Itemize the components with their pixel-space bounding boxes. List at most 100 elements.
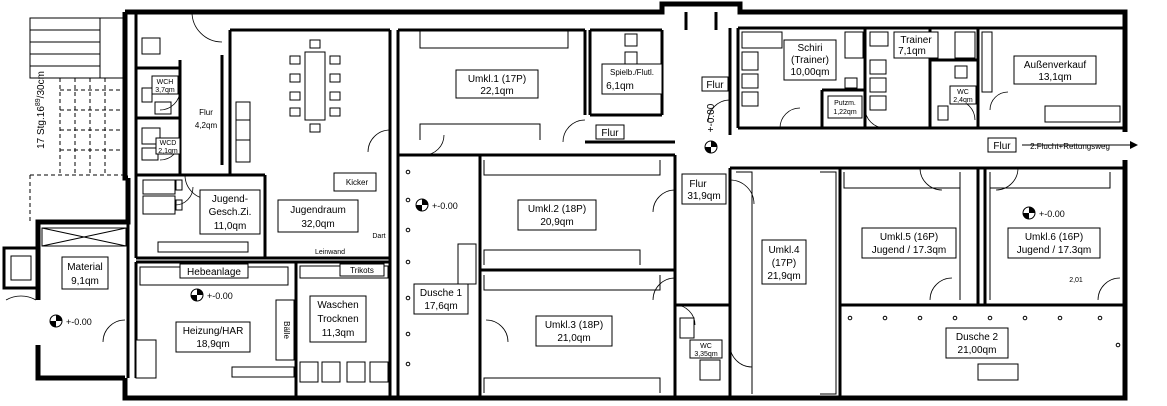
svg-text:Trikots: Trikots [350, 266, 374, 275]
svg-text:11,3qm: 11,3qm [322, 328, 355, 339]
level-marker-corridor: +-0.00 [704, 103, 718, 154]
svg-text:3,35qm: 3,35qm [694, 351, 718, 358]
svg-text:Putzm.: Putzm. [834, 100, 856, 107]
svg-text:Gesch.Zi.: Gesch.Zi. [209, 207, 252, 218]
svg-text:11,0qm: 11,0qm [214, 221, 247, 232]
svg-text:Umkl.1 (17P): Umkl.1 (17P) [468, 74, 526, 85]
svg-text:WCD: WCD [160, 140, 177, 147]
svg-text:21,00qm: 21,00qm [958, 345, 997, 356]
svg-text:Jugend-: Jugend- [212, 194, 248, 205]
svg-text:3,7qm: 3,7qm [155, 87, 175, 94]
svg-text:13,1qm: 13,1qm [1038, 72, 1071, 83]
room-jugend-gesch: Jugend- Gesch.Zi. 11,0qm [199, 189, 261, 235]
svg-text:WC: WC [957, 89, 969, 96]
svg-text:Umkl.6 (16P): Umkl.6 (16P) [1025, 232, 1083, 243]
svg-text:+-0.00: +-0.00 [706, 103, 717, 132]
svg-text:20,9qm: 20,9qm [540, 217, 573, 228]
svg-text:Flur: Flur [689, 179, 707, 190]
svg-text:9,1qm: 9,1qm [71, 276, 99, 287]
fixtures [41, 30, 1121, 395]
svg-text:WC: WC [700, 343, 712, 350]
interior-walls [126, 12, 1125, 398]
shower-heads [405, 169, 1121, 367]
svg-text:+-0.00: +-0.00 [1039, 209, 1065, 219]
svg-text:22,1qm: 22,1qm [480, 86, 513, 97]
svg-text:Jugend / 17.3qm: Jugend / 17.3qm [1017, 245, 1092, 256]
room-wc-mid: WC 3,35qm [689, 339, 723, 359]
room-wcd: WCD 2,1qm [155, 137, 181, 155]
room-dusche1: Dusche 1 17,6qm [413, 283, 469, 315]
svg-text:4,2qm: 4,2qm [195, 121, 218, 130]
room-labels: Flur 4,2qm WCH 3,7qm WCD 2,1qm Jugendrau… [61, 31, 1101, 359]
dimension-201: 2,01 [1069, 277, 1083, 284]
svg-text:21,0qm: 21,0qm [557, 333, 590, 344]
dart-label: Dart [372, 233, 385, 240]
room-flur-left: Flur 4,2qm [195, 108, 218, 130]
svg-text:10,00qm: 10,00qm [791, 67, 830, 78]
room-umkl6: Umkl.6 (16P) Jugend / 17.3qm [1007, 227, 1101, 259]
svg-text:6,1qm: 6,1qm [606, 81, 634, 92]
svg-text:Umkl.2 (18P): Umkl.2 (18P) [528, 204, 586, 215]
svg-text:2,1qm: 2,1qm [158, 148, 178, 155]
svg-text:18,9qm: 18,9qm [196, 339, 229, 350]
room-heizung: Heizung/HAR 18,9qm [175, 321, 251, 353]
svg-text:Flur: Flur [199, 108, 213, 117]
room-waschen: Waschen Trocknen 11,3qm [309, 295, 367, 343]
svg-text:+-0.00: +-0.00 [207, 291, 233, 301]
stairs: 17 Stg.1689/30cm [29, 17, 126, 222]
flur-label-1: Flur [595, 124, 625, 140]
room-jugendraum: Jugendraum 32,0qm [277, 199, 359, 233]
level-markers: +-0.00 +-0.00 +-0.00 +-0.00 +-0.00 [49, 103, 1065, 328]
svg-text:Flur: Flur [993, 141, 1011, 152]
level-marker-heizung: +-0.00 [190, 288, 233, 302]
svg-text:(Trainer): (Trainer) [791, 55, 829, 66]
stairs-label: 17 Stg.1689/30cm [35, 71, 47, 149]
svg-text:Flur: Flur [706, 80, 724, 91]
room-schiri: Schiri (Trainer) 10,00qm [783, 39, 837, 81]
svg-text:32,0qm: 32,0qm [301, 219, 334, 230]
room-umkl5: Umkl.5 (16P) Jugend / 17.3qm [861, 227, 957, 259]
level-marker-dusche: +-0.00 [415, 198, 458, 212]
svg-text:Außenverkauf: Außenverkauf [1024, 60, 1086, 71]
room-spielb: Spielb./Flutl. 6,1qm [601, 63, 663, 95]
room-trainer: Trainer 7,1qm [893, 31, 939, 59]
svg-text:+-0.00: +-0.00 [432, 201, 458, 211]
svg-text:WCH: WCH [157, 79, 174, 86]
flur-label-2: Flur [701, 76, 729, 92]
svg-text:Jugend / 17.3qm: Jugend / 17.3qm [872, 245, 947, 256]
svg-text:Trainer: Trainer [900, 35, 932, 46]
room-material: Material 9,1qm [61, 256, 109, 290]
escape-route-arrow: 2.Flucht+Rettungsweg [1022, 141, 1138, 151]
misc-labels: Flur Flur Flur Kicker Dart Leinwand Hebe… [179, 76, 1083, 339]
baelle-label: Bälle [282, 321, 291, 339]
svg-text:Spielb./Flutl.: Spielb./Flutl. [610, 68, 654, 77]
svg-text:1,22qm: 1,22qm [833, 109, 857, 116]
lift-box [2, 246, 126, 343]
room-aussenverkauf: Außenverkauf 13,1qm [1013, 55, 1097, 85]
leinwand-label: Leinwand [315, 249, 345, 256]
flur-label-right: Flur [987, 137, 1017, 153]
svg-text:Trocknen: Trocknen [317, 314, 358, 325]
trikots-label: Trikots [339, 263, 385, 277]
kicker-label: Kicker [346, 178, 369, 187]
room-wc-top: WC 2,4qm [949, 85, 977, 105]
svg-text:31,9qm: 31,9qm [687, 191, 720, 202]
svg-text:Schiri: Schiri [797, 43, 822, 54]
level-marker-material: +-0.00 [49, 314, 92, 328]
svg-text:Jugendraum: Jugendraum [290, 205, 346, 216]
svg-text:Heizung/HAR: Heizung/HAR [183, 326, 244, 337]
level-marker-umkl6: +-0.00 [1022, 206, 1065, 220]
svg-text:2,4qm: 2,4qm [953, 97, 973, 104]
svg-text:17,6qm: 17,6qm [424, 301, 457, 312]
svg-text:Dusche 1: Dusche 1 [420, 288, 463, 299]
room-umkl2: Umkl.2 (18P) 20,9qm [517, 199, 597, 231]
svg-text:+-0.00: +-0.00 [66, 317, 92, 327]
room-umkl3: Umkl.3 (18P) 21,0qm [535, 315, 613, 347]
svg-text:Umkl.5 (16P): Umkl.5 (16P) [880, 232, 938, 243]
hebeanlage-label: Hebeanlage [179, 263, 249, 279]
svg-text:Dusche 2: Dusche 2 [956, 332, 999, 343]
svg-text:Umkl.3 (18P): Umkl.3 (18P) [545, 320, 603, 331]
svg-text:Material: Material [67, 262, 103, 273]
svg-text:Waschen: Waschen [317, 300, 358, 311]
